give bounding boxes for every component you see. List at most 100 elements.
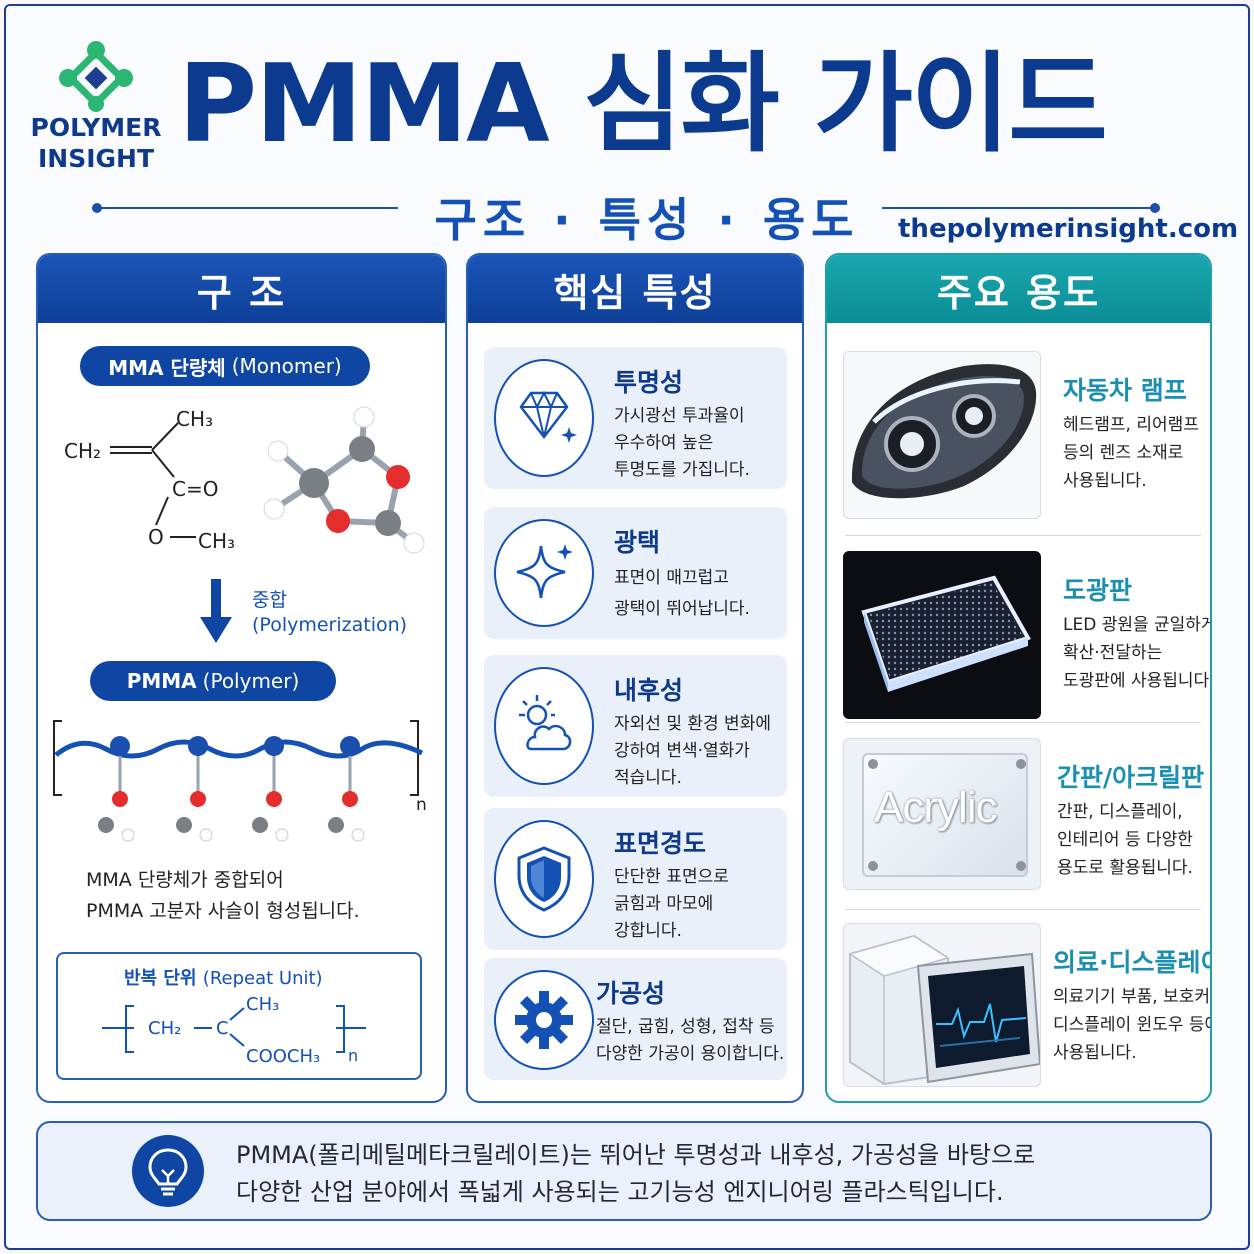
logo-line-2: INSIGHT bbox=[37, 144, 155, 173]
repeat-ch2: CH₂ bbox=[148, 1018, 182, 1039]
application-title: 간판/아크릴판 bbox=[1057, 763, 1205, 792]
property-title: 표면경도 bbox=[614, 829, 707, 858]
application-text: 의료기기 부품, 보호커버, 디스플레이 윈도우 등에 사용됩니다. bbox=[1053, 983, 1212, 1067]
structure-description-line-1: MMA 단량체가 중합되어 bbox=[86, 869, 284, 891]
property-text-line: 우수하여 높은 bbox=[614, 433, 714, 453]
polymerization-label-en: (Polymerization) bbox=[252, 614, 408, 636]
summary-footer: PMMA(폴리메틸메타크릴레이트)는 뛰어난 투명성과 내후성, 가공성을 바탕… bbox=[36, 1121, 1212, 1221]
repeat-unit-title-en: (Repeat Unit) bbox=[202, 968, 323, 989]
standoff-screw bbox=[868, 759, 878, 769]
polymer-pill-label-en: (Polymer) bbox=[202, 669, 300, 693]
chem-oxygen: O bbox=[148, 525, 164, 549]
polymerization-arrow-icon bbox=[200, 579, 232, 643]
property-card-processability: 가공성 절단, 굽힘, 성형, 접착 등 다양한 가공이 용이합니다. bbox=[484, 958, 787, 1080]
polymer-logo-icon bbox=[59, 41, 133, 112]
weather-icon bbox=[494, 667, 594, 785]
mma-structural-formula bbox=[110, 422, 196, 538]
property-text-line: 단단한 표면으로 bbox=[614, 867, 729, 887]
property-text-line: 투명도를 가집니다. bbox=[614, 460, 750, 480]
repeat-ch3: CH₃ bbox=[246, 994, 280, 1015]
summary-text: PMMA(폴리메틸메타크릴레이트)는 뛰어난 투명성과 내후성, 가공성을 바탕… bbox=[236, 1137, 1035, 1211]
acrylic-sign-text: Acrylic bbox=[874, 783, 998, 832]
repeat-unit-box: 반복 단위 (Repeat Unit) CH₃ CH₂ C COOCH₃ n bbox=[56, 952, 422, 1080]
structure-description-line-2: PMMA 고분자 사슬이 형성됩니다. bbox=[86, 900, 360, 922]
property-text-line: 자외선 및 환경 변화에 bbox=[614, 714, 771, 734]
application-title: 도광판 bbox=[1063, 576, 1133, 605]
monomer-pill: MMA 단량체 (Monomer) bbox=[80, 346, 370, 386]
monomer-pill-label-en: (Monomer) bbox=[231, 354, 342, 378]
property-text: 표면이 매끄럽고 광택이 뛰어납니다. bbox=[614, 563, 750, 625]
chem-carbonyl: C=O bbox=[172, 477, 219, 501]
property-text-line: 광택이 뛰어납니다. bbox=[614, 599, 750, 619]
property-text-line: 절단, 굽힘, 성형, 접착 등 bbox=[596, 1017, 775, 1037]
property-text: 절단, 굽힘, 성형, 접착 등 다양한 가공이 용이합니다. bbox=[596, 1014, 784, 1068]
pmma-polymer-chain bbox=[53, 720, 424, 842]
repeat-carbon: C bbox=[216, 1018, 229, 1039]
property-card-surface-hardness: 표면경도 단단한 표면으로 긁힘과 마모에 강합니다. bbox=[484, 808, 787, 950]
subtitle-dot-right bbox=[1150, 203, 1160, 213]
light-guide-panel-image bbox=[843, 551, 1041, 719]
page-title: PMMA 심화 가이드 bbox=[178, 42, 1108, 167]
chem-ch2: CH₂ bbox=[64, 439, 102, 463]
acrylic-sign-image: Acrylic bbox=[843, 738, 1041, 890]
application-text-line: 헤드램프, 리어램프 bbox=[1063, 415, 1199, 435]
chem-ch3-bottom: CH₃ bbox=[198, 529, 236, 553]
property-text-line: 적습니다. bbox=[614, 768, 682, 788]
brand-logo: POLYMER INSIGHT bbox=[26, 40, 166, 174]
gear-icon bbox=[494, 970, 594, 1070]
structure-heading: 구 조 bbox=[38, 255, 445, 323]
polymerization-label-ko: 중합 bbox=[252, 589, 287, 611]
summary-line-1: PMMA(폴리메틸메타크릴레이트)는 뛰어난 투명성과 내후성, 가공성을 바탕… bbox=[236, 1141, 1036, 1169]
page-subtitle: 구조 · 특성 · 용도 bbox=[434, 193, 860, 247]
summary-line-2: 다양한 산업 분야에서 폭넓게 사용되는 고기능성 엔지니어링 플라스틱입니다. bbox=[236, 1178, 1004, 1206]
polymer-pill-label: PMMA bbox=[126, 669, 197, 693]
diamond-icon bbox=[494, 359, 594, 477]
application-item-headlamp: 자동차 램프 헤드램프, 리어램프 등의 렌즈 소재로 사용됩니다. bbox=[843, 351, 1199, 523]
application-text-line: 인테리어 등 다양한 bbox=[1057, 830, 1193, 850]
acrylic-plate bbox=[862, 753, 1028, 877]
property-text: 단단한 표면으로 긁힘과 마모에 강합니다. bbox=[614, 864, 729, 945]
property-text-line: 긁힘과 마모에 bbox=[614, 894, 714, 914]
application-text-line: 사용됩니다. bbox=[1063, 471, 1147, 491]
polymerization-label: 중합 (Polymerization) bbox=[252, 588, 407, 638]
repeat-cooch3: COOCH₃ bbox=[246, 1046, 321, 1067]
application-text-line: 용도로 활용됩니다. bbox=[1057, 858, 1193, 878]
application-item-acrylic-sign: Acrylic 간판/아크릴판 간판, 디스플레이, 인테리어 등 다양한 용도… bbox=[843, 738, 1204, 910]
properties-column: 핵심 특성 투명성 가시광선 투과율이 우수하여 높은 투명도를 가집니다. 광… bbox=[466, 253, 804, 1103]
application-text: 간판, 디스플레이, 인테리어 등 다양한 용도로 활용됩니다. bbox=[1057, 798, 1193, 882]
standoff-screw bbox=[1016, 861, 1026, 871]
repeat-unit-formula-lines bbox=[102, 1005, 366, 1053]
polymer-pill: PMMA (Polymer) bbox=[90, 661, 336, 701]
property-text: 가시광선 투과율이 우수하여 높은 투명도를 가집니다. bbox=[614, 403, 750, 484]
applications-heading: 주요 용도 bbox=[827, 255, 1210, 323]
property-card-transparency: 투명성 가시광선 투과율이 우수하여 높은 투명도를 가집니다. bbox=[484, 347, 787, 489]
property-text-line: 강하여 변색·열화가 bbox=[614, 741, 750, 761]
monomer-pill-label: MMA 단량체 bbox=[108, 355, 226, 380]
properties-heading: 핵심 특성 bbox=[468, 255, 802, 323]
website-link[interactable]: thepolymerinsight.com bbox=[898, 214, 1239, 244]
subtitle-row: 구조 · 특성 · 용도 bbox=[92, 184, 1160, 247]
application-item-medical-display: 의료·디스플레이 의료기기 부품, 보호커버, 디스플레이 윈도우 등에 사용됩… bbox=[843, 923, 1210, 1095]
application-title: 의료·디스플레이 bbox=[1053, 948, 1212, 977]
chem-ch3-top: CH₃ bbox=[176, 407, 214, 431]
application-item-light-guide-panel: 도광판 LED 광원을 균일하게 확산·전달하는 도광판에 사용됩니다. bbox=[843, 551, 1210, 723]
shield-icon bbox=[494, 820, 594, 938]
property-title: 가공성 bbox=[596, 979, 666, 1008]
application-text-line: 의료기기 부품, 보호커버, bbox=[1053, 987, 1210, 1007]
standoff-screw bbox=[868, 861, 878, 871]
property-title: 투명성 bbox=[614, 368, 684, 397]
application-divider bbox=[845, 722, 1201, 723]
headlamp-image bbox=[843, 351, 1041, 519]
property-card-gloss: 광택 표면이 매끄럽고 광택이 뛰어납니다. bbox=[484, 507, 787, 639]
property-text-line: 표면이 매끄럽고 bbox=[614, 568, 729, 588]
medical-display-image bbox=[843, 923, 1041, 1087]
subtitle-rule-left bbox=[92, 207, 398, 209]
application-divider bbox=[845, 909, 1201, 910]
standoff-screw bbox=[1016, 759, 1026, 769]
repeat-unit-title: 반복 단위 (Repeat Unit) bbox=[124, 964, 323, 990]
property-text-line: 다양한 가공이 용이합니다. bbox=[596, 1044, 785, 1064]
application-text: 헤드램프, 리어램프 등의 렌즈 소재로 사용됩니다. bbox=[1063, 411, 1199, 495]
application-text-line: 간판, 디스플레이, bbox=[1057, 802, 1183, 822]
repeat-unit-title-ko: 반복 단위 bbox=[124, 968, 197, 989]
application-text-line: 디스플레이 윈도우 등에 bbox=[1053, 1015, 1212, 1035]
